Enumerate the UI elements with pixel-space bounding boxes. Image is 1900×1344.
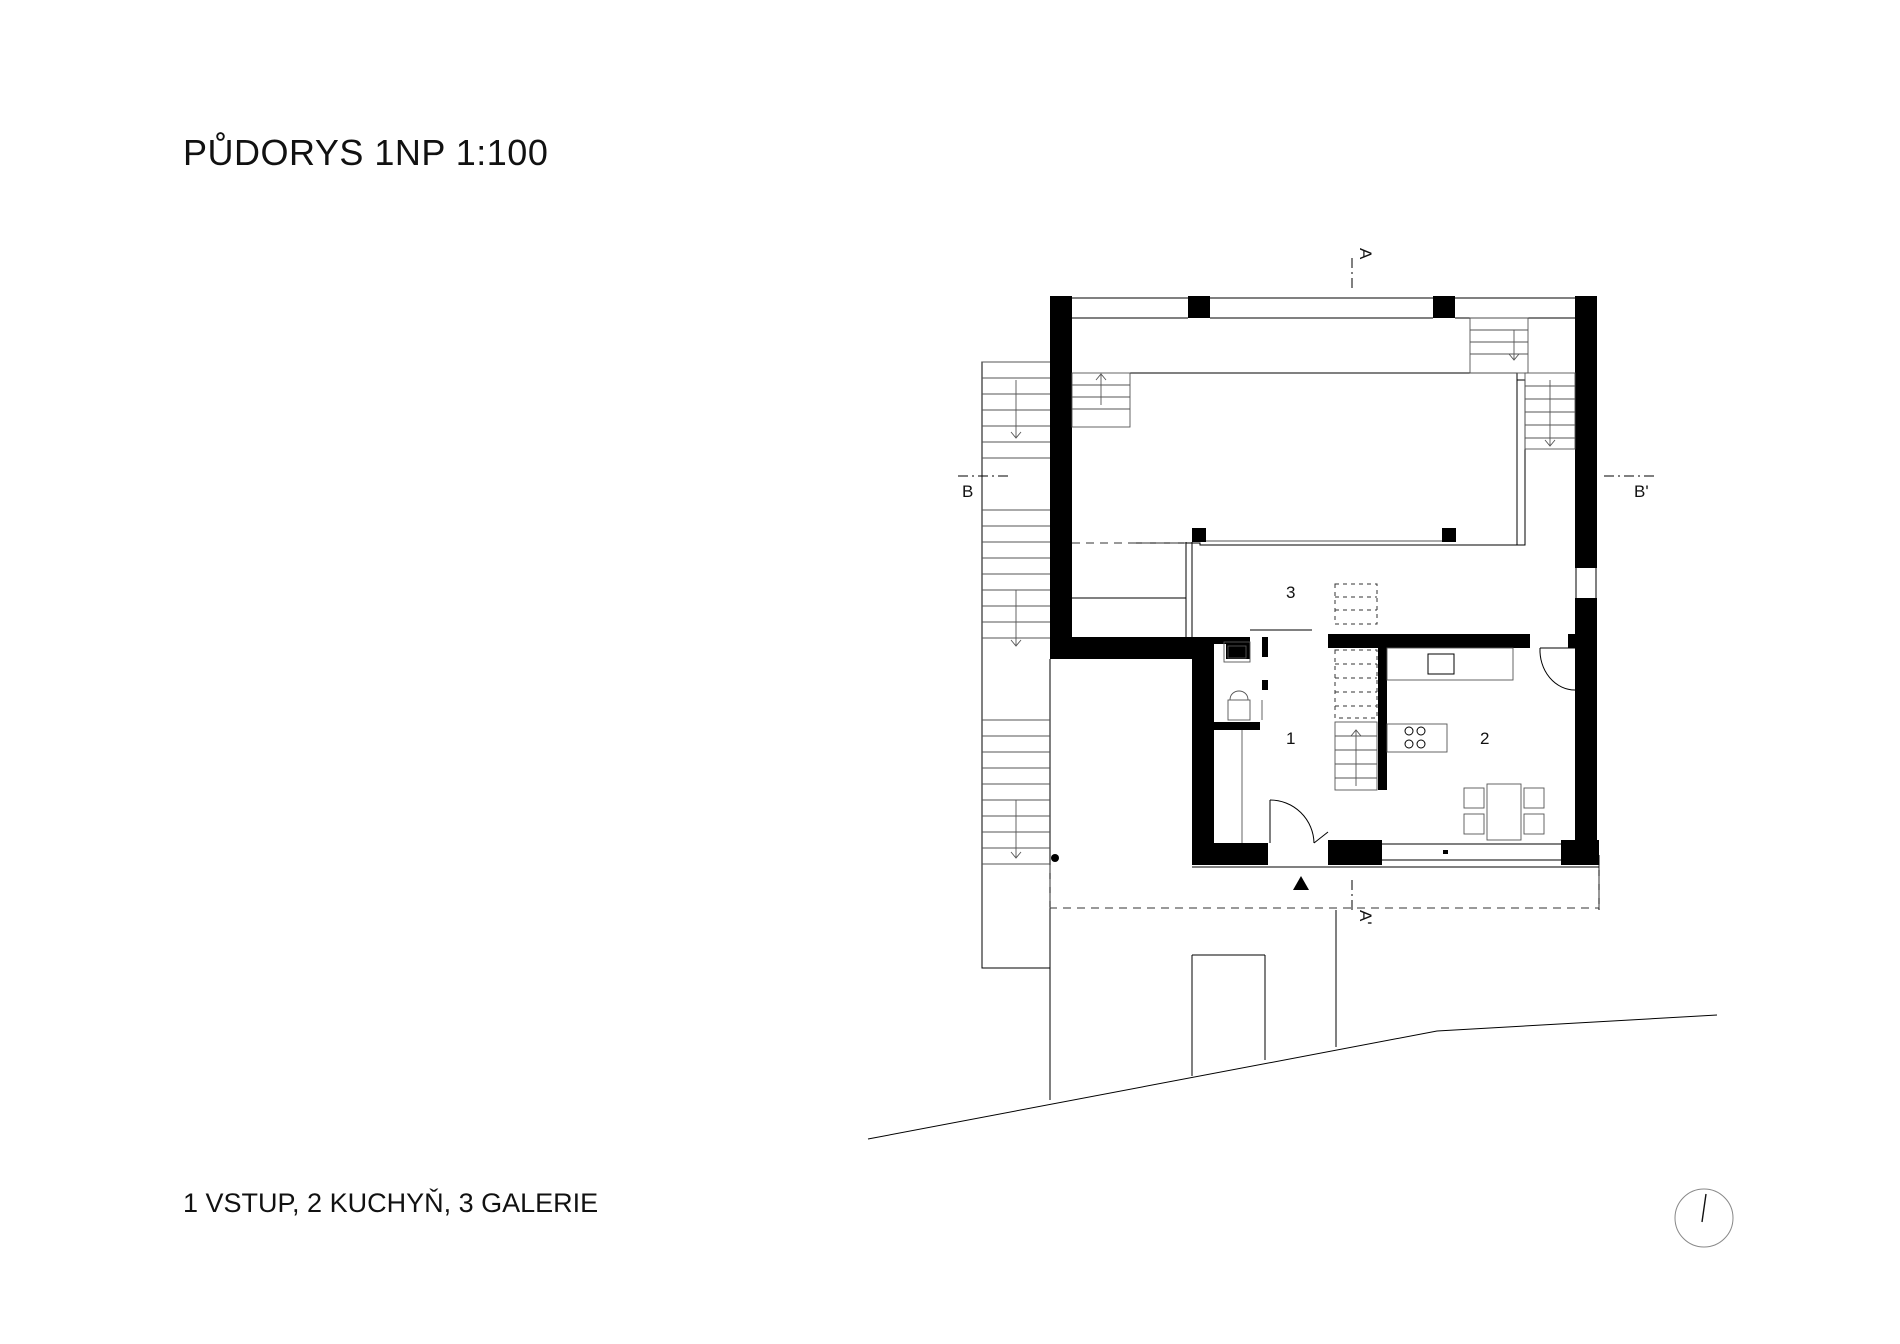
section-label-b-left: B [962, 482, 973, 501]
section-label-a-top: A [1356, 248, 1375, 260]
kitchen-counter [1386, 647, 1514, 681]
wall-east-jamb [1568, 634, 1576, 648]
bathroom [1223, 641, 1263, 843]
wall-stair-partition [1378, 646, 1387, 790]
interior-stair-nw [1071, 372, 1131, 428]
kitchen-east-door [1539, 647, 1576, 691]
wall-west-step [1050, 637, 1192, 659]
walls [1050, 296, 1599, 865]
west-stair-lower [982, 719, 1050, 865]
wall-bath-jamb-2 [1262, 680, 1268, 690]
room-number-2: 2 [1480, 729, 1489, 748]
wall-wc-partition [1214, 722, 1260, 730]
wall-south-a [1328, 840, 1382, 865]
interior-stair-ne [1469, 317, 1529, 374]
west-stair-middle [982, 509, 1050, 647]
wall-bath-jamb [1262, 637, 1268, 657]
kitchen-island [1386, 723, 1448, 753]
outline-lines [867, 297, 1718, 1140]
page-title: PŮDORYS 1NP 1:100 [183, 132, 549, 173]
wall-entry-west [1192, 637, 1214, 865]
column-s2 [1442, 528, 1456, 542]
sink-icon [1427, 653, 1455, 675]
central-stair-upper [1334, 583, 1378, 719]
room-number-1: 1 [1286, 729, 1295, 748]
west-stair-upper [982, 361, 1050, 459]
wall-entry-south [1192, 843, 1268, 865]
stairs [982, 317, 1576, 865]
column-s1 [1192, 528, 1206, 542]
wall-east-upper [1575, 296, 1597, 568]
cooktop-icon [1404, 726, 1426, 749]
north-arrow-icon [1674, 1188, 1734, 1248]
entrance-door [1269, 799, 1329, 844]
wall-bath-corner [1228, 637, 1250, 659]
section-label-b-right: B' [1634, 482, 1649, 501]
wall-east-lower [1575, 598, 1597, 865]
central-stair-lower [1334, 721, 1378, 791]
wall-bath-stub [1226, 637, 1233, 659]
entrance-triangle-icon [1293, 876, 1309, 890]
column-n2 [1433, 296, 1455, 318]
toilet-icon [1227, 690, 1251, 721]
dining-table [1463, 783, 1545, 841]
wall-west [1050, 296, 1072, 640]
room-number-3: 3 [1286, 583, 1295, 602]
column-n1 [1188, 296, 1210, 318]
section-label-a-bottom: A' [1356, 910, 1375, 925]
interior-stair-east [1524, 372, 1576, 450]
room-legend: 1 VSTUP, 2 KUCHYŇ, 3 GALERIE [183, 1188, 599, 1218]
kitchen [1386, 647, 1545, 841]
terrace-post-dot [1051, 854, 1059, 862]
doors [1269, 647, 1576, 844]
washbasin-icon [1223, 641, 1251, 663]
wall-kitchen-north [1328, 634, 1530, 648]
section-lines [958, 258, 1658, 912]
